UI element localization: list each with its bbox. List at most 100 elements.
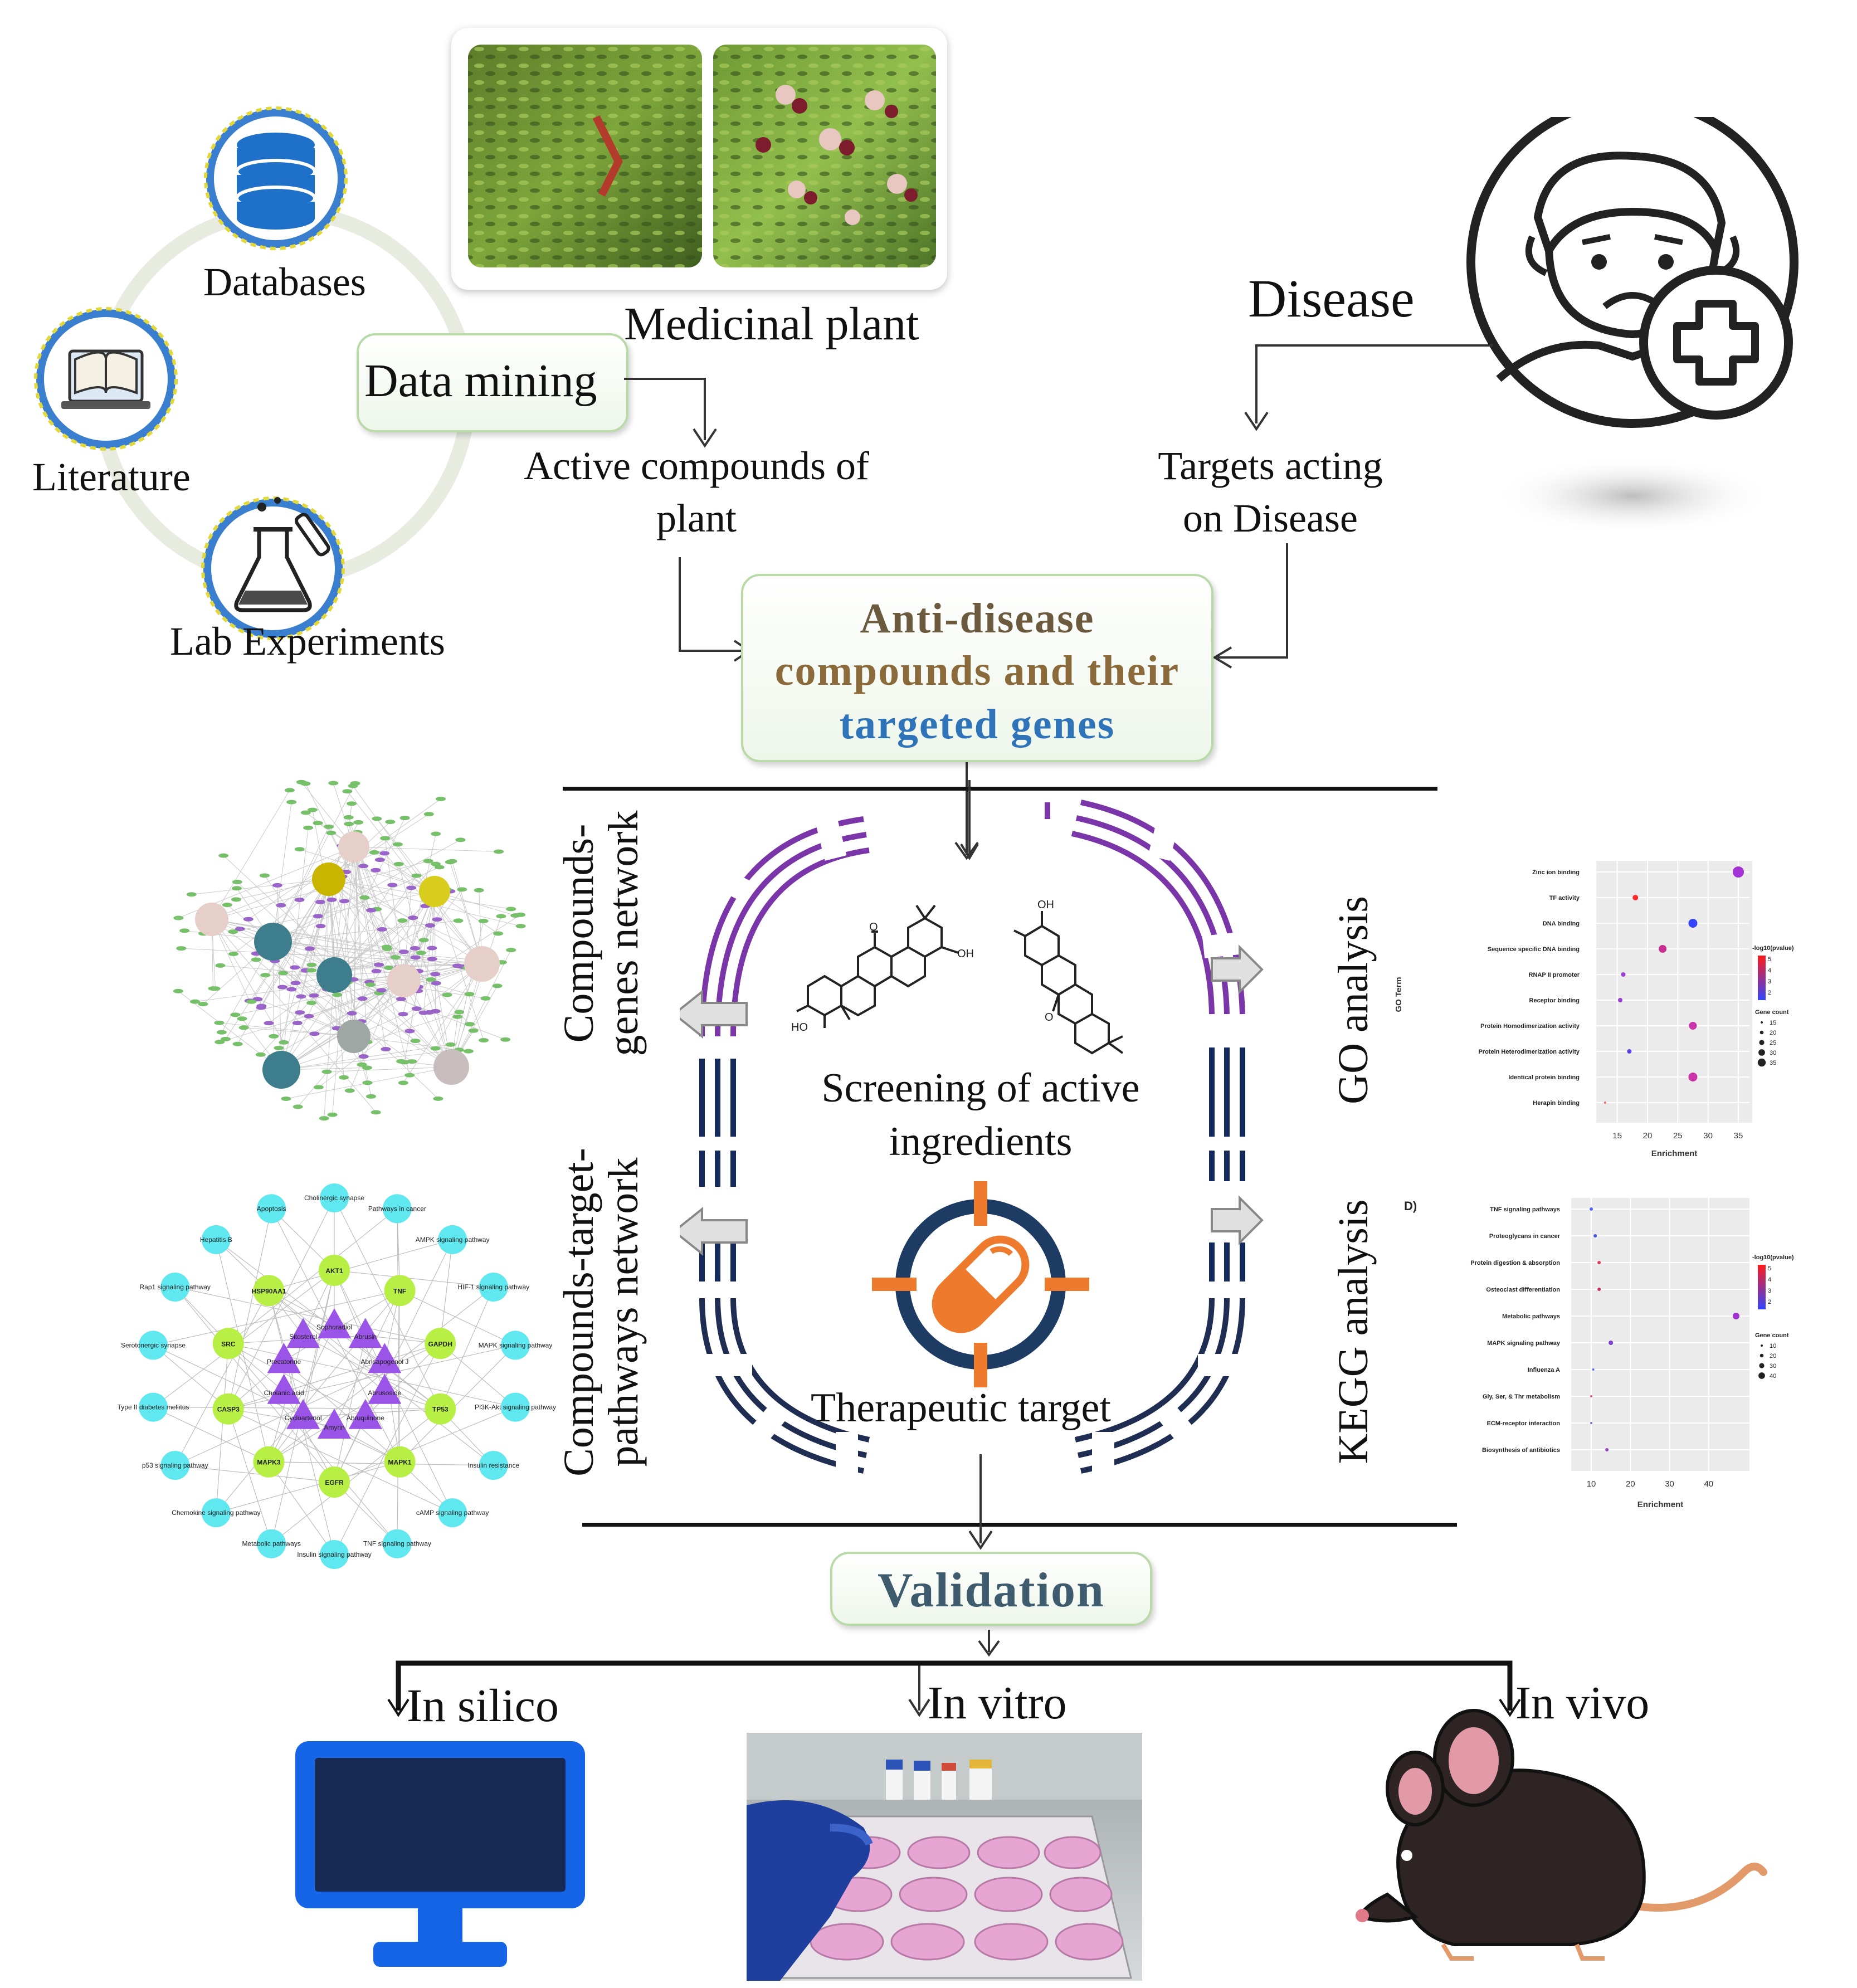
network-node — [216, 1030, 227, 1035]
network-node — [387, 883, 398, 888]
network-node — [396, 1059, 407, 1064]
network-node — [281, 1096, 291, 1101]
gene-node-label: EGFR — [325, 1479, 344, 1487]
pathway-node — [139, 1331, 168, 1360]
pathway-edge — [269, 1239, 453, 1291]
network-node — [478, 919, 489, 924]
network-node — [392, 842, 403, 847]
network-node — [358, 1054, 369, 1059]
pathway-node-label: Pathways in cancer — [368, 1205, 426, 1212]
active-compounds-line1: Active compounds of — [524, 444, 869, 488]
go-ylabel: GO Term — [1394, 977, 1403, 1012]
network-node — [464, 992, 475, 997]
pathway-edge — [228, 1409, 453, 1513]
literature-icon — [34, 307, 178, 451]
go-legend-size-title: Gene count — [1755, 1009, 1789, 1016]
network-edge — [328, 879, 372, 1097]
network-node — [358, 864, 369, 869]
pathway-node — [438, 1498, 467, 1528]
network-node — [319, 1116, 329, 1121]
kegg-term-label: ECM-receptor interaction — [1487, 1420, 1561, 1427]
compound-node — [348, 1399, 382, 1429]
network-edge — [314, 980, 404, 1034]
network-node — [399, 816, 410, 821]
kegg-xtick-label: 10 — [1587, 1479, 1596, 1489]
network-edge — [328, 879, 338, 1029]
go-legend-color-tick: 4 — [1768, 967, 1771, 974]
network-node — [492, 983, 503, 988]
pathway-node — [320, 1183, 349, 1212]
network-node — [292, 1021, 303, 1026]
network-node — [393, 861, 404, 866]
network-node — [410, 1039, 421, 1044]
pathway-edge — [153, 1270, 335, 1408]
gene-node — [384, 1446, 416, 1478]
pathway-node — [160, 1451, 190, 1480]
network-node — [186, 892, 197, 897]
pathway-edge — [269, 1287, 494, 1463]
compound-node-label: Sophoradiol — [316, 1323, 352, 1331]
plant-photo-1 — [468, 45, 936, 267]
gene-compound-edge — [228, 1343, 366, 1417]
network-node — [306, 962, 317, 967]
go-xtick-label: 20 — [1643, 1131, 1653, 1141]
gene-node-label: GAPDH — [428, 1340, 452, 1348]
kegg-term-label: TNF signaling pathways — [1490, 1206, 1560, 1213]
compound-node — [318, 1308, 351, 1338]
go-term-label: Herapin binding — [1533, 1100, 1580, 1107]
kegg-dot — [1605, 1448, 1609, 1451]
network-node — [315, 924, 326, 929]
kegg-legend-size-dot — [1759, 1363, 1765, 1368]
kegg-term-label: Protein digestion & absorption — [1470, 1260, 1560, 1266]
computer-monitor-icon — [295, 1741, 585, 1967]
network-node — [496, 914, 506, 919]
network-edge — [272, 802, 292, 942]
network-node — [423, 812, 434, 817]
network-node — [251, 957, 261, 962]
pathway-edge — [440, 1343, 516, 1408]
network-node — [381, 1046, 391, 1051]
kegg-term-label: Proteoglycans in cancer — [1489, 1233, 1561, 1240]
pathway-edge — [397, 1290, 401, 1544]
go-term-label: Identical protein binding — [1508, 1074, 1580, 1081]
data-mining-label: Data mining — [364, 355, 597, 407]
network-node — [222, 903, 232, 908]
go-legend-size-dot — [1761, 1021, 1763, 1024]
network-node — [231, 897, 241, 902]
pathway-edge — [216, 1343, 229, 1513]
network-node — [398, 1080, 408, 1085]
network-node — [379, 851, 390, 856]
network-node — [269, 1034, 279, 1039]
pathway-edge — [228, 1409, 272, 1544]
gene-compound-edge — [334, 1290, 401, 1427]
network-edge — [353, 846, 363, 999]
in-vitro-lab-photo — [747, 1733, 1142, 1981]
gene-node — [212, 1393, 244, 1425]
kegg-legend-size-tick: 30 — [1770, 1363, 1776, 1370]
network-node — [237, 1016, 247, 1021]
gene-node-label: CASP3 — [217, 1406, 240, 1414]
network-edge — [324, 974, 335, 1119]
network-node — [431, 981, 441, 986]
network-node — [214, 1020, 225, 1025]
network-node — [371, 1110, 381, 1115]
network-node — [390, 955, 401, 960]
molecule-structures: OH HO O OH O — [791, 899, 1124, 1055]
pathway-node-label: cAMP signaling pathway — [416, 1509, 489, 1517]
network-node — [238, 1025, 249, 1030]
network-node — [246, 999, 257, 1004]
database-icon — [204, 106, 348, 250]
network-node — [396, 997, 406, 1002]
network-node — [425, 923, 435, 928]
network-node — [290, 965, 300, 970]
network-node — [404, 1029, 415, 1034]
pathway-node-label: PI3K-Akt signaling pathway — [475, 1404, 556, 1411]
network-edge — [281, 1049, 459, 1070]
compound-node — [286, 1399, 320, 1429]
network-node — [374, 962, 384, 967]
network-node — [408, 915, 418, 920]
network-edge — [423, 891, 435, 1013]
